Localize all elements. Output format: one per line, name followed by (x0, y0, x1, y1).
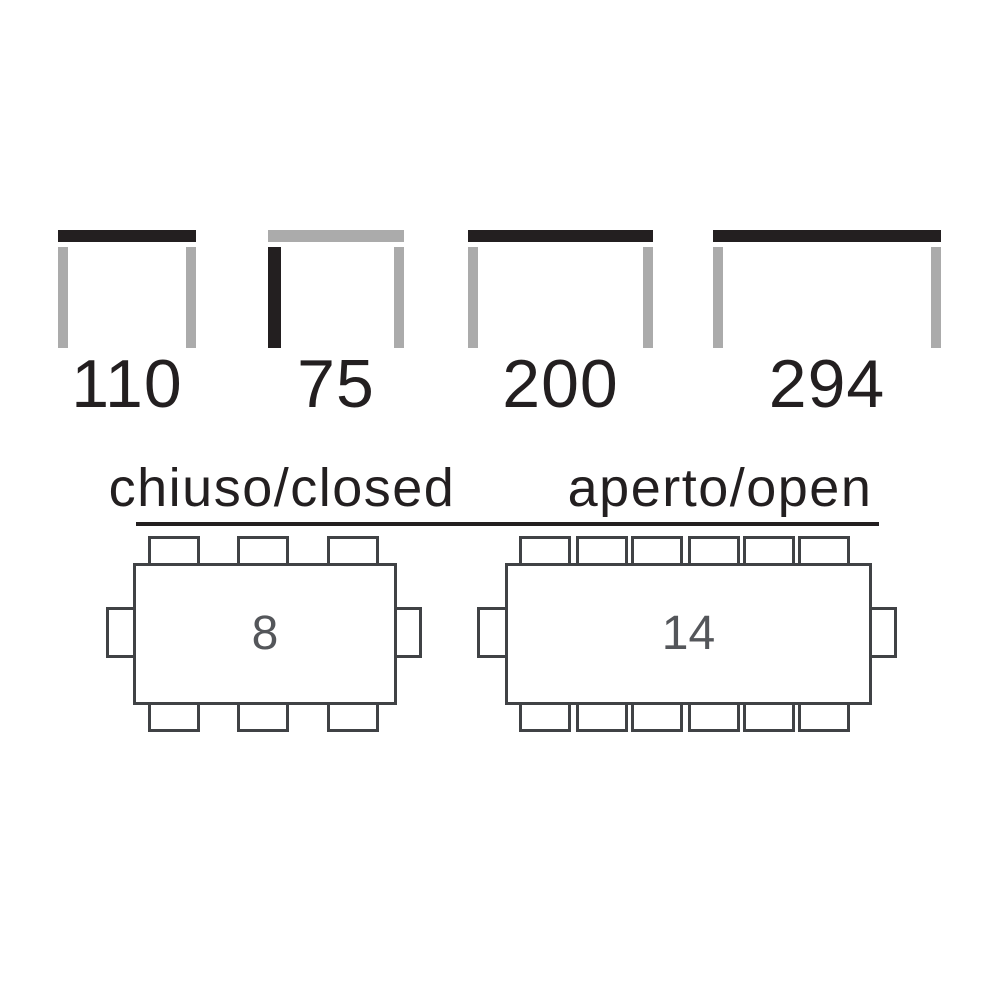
table-leg-right (643, 247, 653, 348)
chair (519, 702, 571, 732)
closed-table-top-view: 8 (133, 563, 397, 705)
chair (237, 536, 289, 566)
chair (798, 702, 850, 732)
closed-section-label: chiuso/closed (108, 458, 456, 518)
table-leg-left (713, 247, 723, 348)
table-leg-left-highlighted (268, 247, 281, 348)
table-leg-right (186, 247, 196, 348)
chair (688, 702, 740, 732)
chair (743, 702, 795, 732)
chair (237, 702, 289, 732)
tabletop-bar (268, 230, 404, 242)
chair (148, 536, 200, 566)
dimension-value: 110 (71, 346, 183, 422)
open-table-top-view: 14 (505, 563, 872, 705)
table-leg-right (931, 247, 941, 348)
closed-seat-count: 8 (251, 607, 279, 660)
dimension-value: 200 (502, 346, 619, 422)
chair (743, 536, 795, 566)
table-leg-left (58, 247, 68, 348)
chair (519, 536, 571, 566)
tabletop-bar-highlighted (58, 230, 196, 242)
chair (576, 702, 628, 732)
table-leg-left (468, 247, 478, 348)
dimension-value: 75 (297, 346, 375, 422)
chair (576, 536, 628, 566)
chair (869, 607, 897, 658)
chair (798, 536, 850, 566)
section-divider-line (136, 522, 879, 526)
chair (631, 536, 683, 566)
chair (394, 607, 422, 658)
open-section-label: aperto/open (567, 458, 873, 518)
tabletop-bar-highlighted (713, 230, 941, 242)
dimension-value: 294 (768, 346, 886, 422)
chair (688, 536, 740, 566)
tabletop-bar-highlighted (468, 230, 653, 242)
chair (631, 702, 683, 732)
chair (106, 607, 136, 658)
chair (477, 607, 508, 658)
chair (148, 702, 200, 732)
open-seat-count: 14 (661, 607, 716, 660)
chair (327, 536, 379, 566)
chair (327, 702, 379, 732)
table-leg-right (394, 247, 404, 348)
